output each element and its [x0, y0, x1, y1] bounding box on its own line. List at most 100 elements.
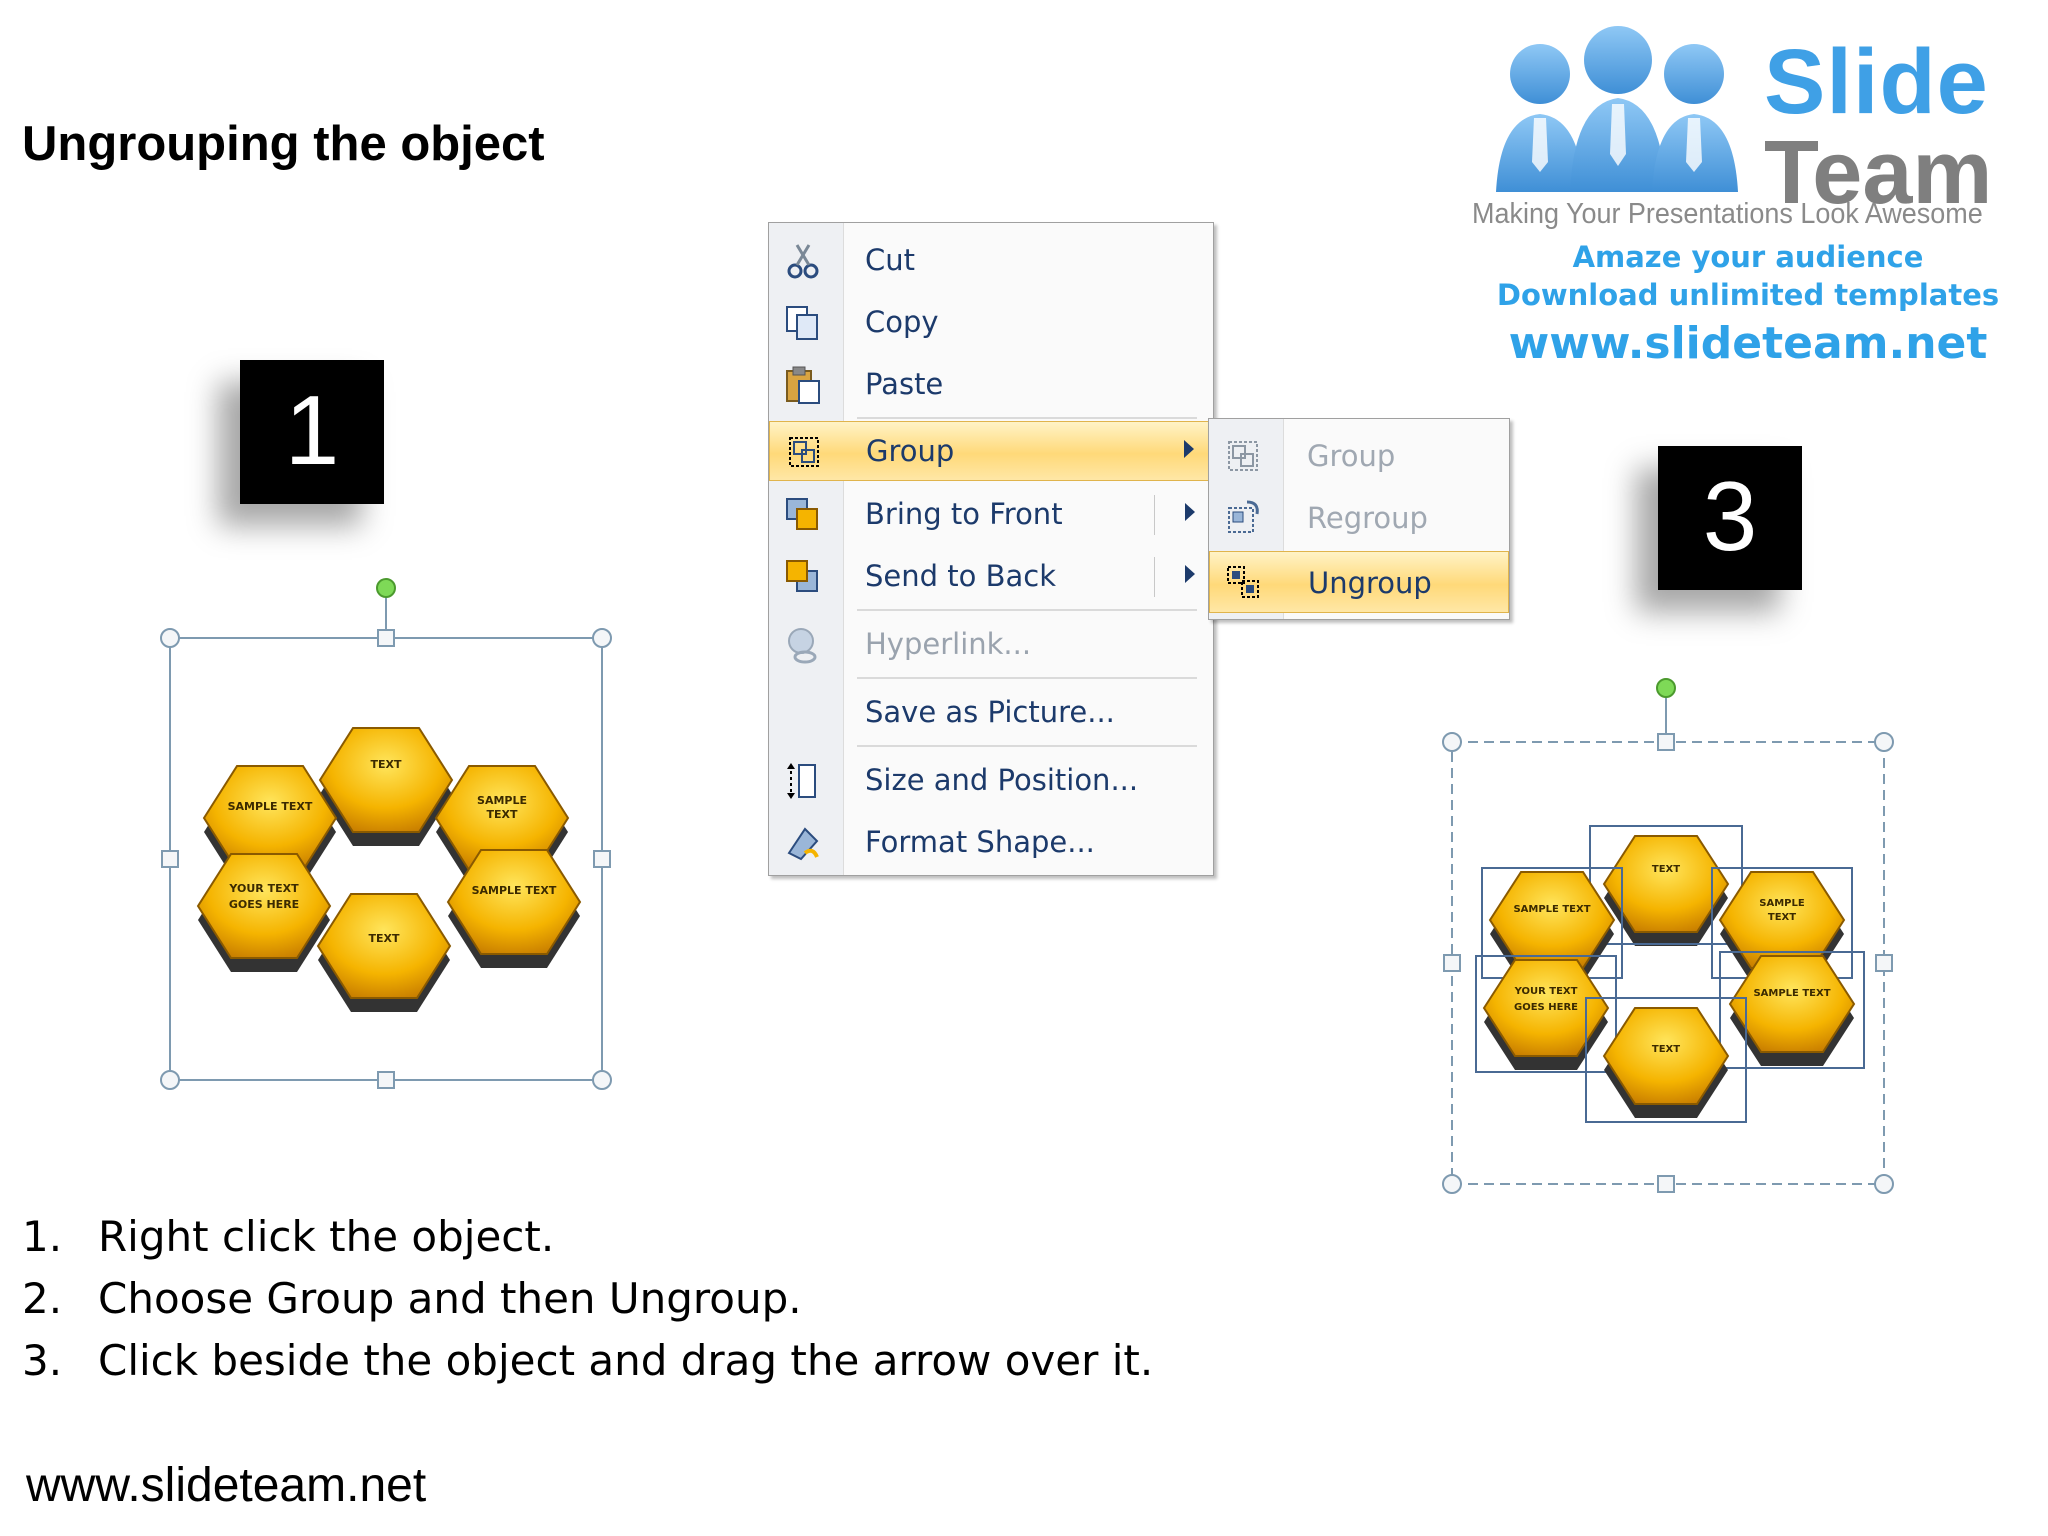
resize-handle-s[interactable] — [1657, 1175, 1675, 1193]
hexagon-lower-right: SAMPLE TEXT — [446, 849, 582, 968]
resize-handle-e[interactable] — [1875, 954, 1893, 972]
hexagon-upper-left-label: SAMPLE TEXT — [1513, 904, 1590, 915]
ungroup-icon — [1227, 566, 1259, 598]
menu-item-format-shape-label: Format Shape... — [865, 825, 1095, 859]
hexagon-lower-right-label: SAMPLE TEXT — [1753, 988, 1830, 999]
instruction-text: Click beside the object and drag the arr… — [98, 1336, 1154, 1385]
hexagon-bottom: TEXT — [316, 893, 452, 1012]
bring-to-front-icon — [786, 498, 818, 530]
instruction-text: Choose Group and then Ungroup. — [98, 1274, 802, 1323]
step-number-box-1: 1 — [240, 360, 384, 504]
menu-item-send-to-back[interactable]: Send to Back — [769, 547, 1213, 607]
hexagon-bottom[interactable]: TEXT — [1585, 997, 1747, 1123]
hexagon-lower-left-label2: GOES HERE — [1514, 1002, 1578, 1013]
hexagon-lower-right-label: SAMPLE TEXT — [472, 884, 557, 897]
group-icon — [1228, 441, 1258, 471]
menu-item-paste-label: Paste — [865, 367, 944, 401]
submenu-item-group[interactable]: Group — [1209, 425, 1509, 487]
menu-item-paste[interactable]: Paste — [769, 355, 1213, 415]
resize-handle-nw[interactable] — [160, 628, 180, 648]
logo-tagline: Making Your Presentations Look Awesome — [1472, 198, 1983, 230]
menu-item-hyperlink-label: Hyperlink... — [865, 627, 1032, 661]
hexagon-upper-right-label1: SAMPLE — [1759, 898, 1805, 909]
hexagon-bottom-label: TEXT — [1652, 1044, 1680, 1055]
instruction-number: 1. — [22, 1212, 63, 1261]
menu-item-group[interactable]: Group — [769, 421, 1213, 481]
submenu-item-ungroup[interactable]: Ungroup — [1209, 551, 1509, 613]
menu-separator — [857, 417, 1197, 419]
hexagon-upper-left[interactable]: SAMPLE TEXT — [1481, 867, 1623, 982]
submenu-arrow-icon — [1184, 440, 1194, 458]
resize-handle-n[interactable] — [1657, 733, 1675, 751]
hexagon-upper-right-label1: SAMPLE — [477, 794, 527, 807]
hexagon-lower-right[interactable]: SAMPLE TEXT — [1719, 951, 1865, 1069]
copy-icon — [786, 306, 818, 340]
ungrouped-object-selection[interactable]: TEXT SAMPLE TEXT SAMPLE TEXT YOUR TEXT GOE… — [1428, 670, 1908, 1210]
menu-item-send-to-back-label: Send to Back — [865, 559, 1056, 593]
submenu-item-regroup[interactable]: Regroup — [1209, 487, 1509, 549]
resize-handle-sw[interactable] — [160, 1070, 180, 1090]
hexagon-top[interactable]: TEXT — [1589, 825, 1743, 946]
paste-icon — [786, 366, 820, 404]
menu-item-format-shape[interactable]: Format Shape... — [769, 813, 1213, 873]
menu-item-group-label: Group — [866, 434, 955, 468]
menu-item-bring-to-front-label: Bring to Front — [865, 497, 1063, 531]
scissors-icon — [787, 244, 819, 279]
hexagon-upper-left-label: SAMPLE TEXT — [228, 800, 313, 813]
hexagon-top-label: TEXT — [370, 758, 401, 771]
logo-brand-line2: Team — [1764, 123, 1993, 223]
resize-handle-w[interactable] — [1443, 954, 1461, 972]
resize-handle-nw[interactable] — [1442, 732, 1462, 752]
logo-brand-line1: Slide — [1764, 31, 1989, 133]
hyperlink-icon — [788, 628, 817, 664]
logo-url[interactable]: www.slideteam.net — [1508, 318, 1988, 369]
resize-handle-n[interactable] — [377, 629, 395, 647]
resize-handle-sw[interactable] — [1442, 1174, 1462, 1194]
menu-item-save-as-picture-label: Save as Picture... — [865, 695, 1115, 729]
step-number-box-3: 3 — [1658, 446, 1802, 590]
menu-item-bring-to-front[interactable]: Bring to Front — [769, 485, 1213, 545]
menu-item-copy[interactable]: Copy — [769, 293, 1213, 353]
logo-promo-line1: Amaze your audience — [1572, 240, 1924, 274]
split-separator — [1154, 557, 1155, 597]
hexagon-lower-left-label2: GOES HERE — [229, 898, 299, 911]
menu-item-size-and-position[interactable]: Size and Position... — [769, 751, 1213, 811]
menu-item-cut[interactable]: Cut — [769, 231, 1213, 291]
hexagon-top-label: TEXT — [1652, 864, 1680, 875]
hexagon-bottom-label: TEXT — [368, 932, 399, 945]
regroup-icon — [1228, 500, 1259, 533]
group-icon — [789, 437, 819, 467]
resize-handle-w[interactable] — [161, 850, 179, 868]
menu-item-cut-label: Cut — [865, 243, 915, 277]
menu-item-save-as-picture[interactable]: Save as Picture... — [769, 683, 1213, 743]
rotate-handle[interactable] — [1656, 678, 1676, 698]
context-menu: Cut Copy Paste Group Bring to Front Send… — [768, 222, 1214, 876]
rotate-handle[interactable] — [376, 578, 396, 598]
hexagon-lower-left-label1: YOUR TEXT — [228, 882, 299, 895]
menu-item-hyperlink[interactable]: Hyperlink... — [769, 615, 1213, 675]
resize-handle-se[interactable] — [1874, 1174, 1894, 1194]
menu-separator — [857, 609, 1197, 611]
menu-separator — [857, 745, 1197, 747]
resize-handle-ne[interactable] — [592, 628, 612, 648]
resize-handle-s[interactable] — [377, 1071, 395, 1089]
slideteam-logo: Slide Team Making Your Presentations Loo… — [1468, 22, 2028, 369]
submenu-item-group-label: Group — [1307, 439, 1396, 473]
slide-title: Ungrouping the object — [22, 117, 545, 171]
instruction-text: Right click the object. — [98, 1212, 555, 1261]
resize-handle-ne[interactable] — [1874, 732, 1894, 752]
resize-handle-se[interactable] — [592, 1070, 612, 1090]
resize-handle-e[interactable] — [593, 850, 611, 868]
submenu-arrow-icon — [1185, 565, 1195, 583]
hexagon-lower-left-label1: YOUR TEXT — [1514, 986, 1578, 997]
menu-item-copy-label: Copy — [865, 305, 939, 339]
hexagon-upper-right-label2: TEXT — [1768, 912, 1796, 923]
hexagon-upper-right-label2: TEXT — [486, 808, 517, 821]
hexagon-lower-left[interactable]: YOUR TEXT GOES HERE — [1475, 955, 1617, 1073]
footer-url[interactable]: www.slideteam.net — [26, 1459, 427, 1512]
menu-item-size-and-position-label: Size and Position... — [865, 763, 1139, 797]
logo-promo-line2: Download unlimited templates — [1496, 278, 2000, 312]
